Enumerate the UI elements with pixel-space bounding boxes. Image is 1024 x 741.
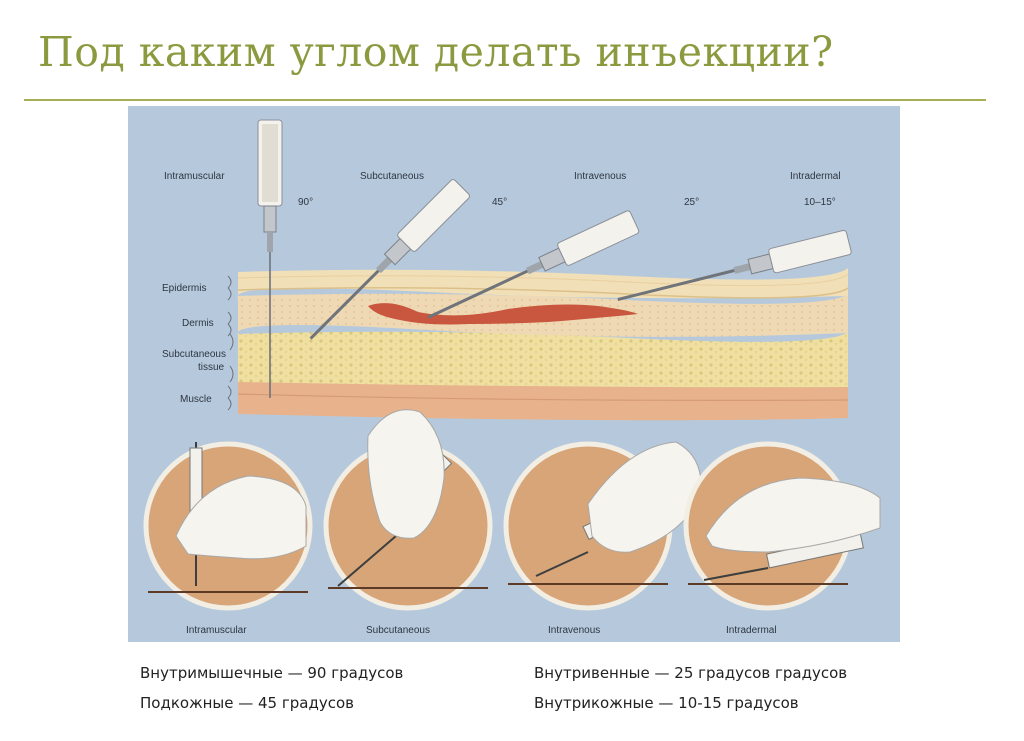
layer-labels: Epidermis Dermis Subcutaneous tissue Mus… <box>162 276 233 410</box>
label-intradermal: Intradermal <box>790 171 841 182</box>
injection-angle-diagram: Intramuscular 90° Subcutaneous 45° Intra… <box>128 106 900 642</box>
label-intramuscular: Intramuscular <box>164 171 225 182</box>
needle-intradermal <box>615 230 852 312</box>
inset-label-subcutaneous: Subcutaneous <box>366 625 430 636</box>
inset-label-intradermal: Intradermal <box>726 625 777 636</box>
label-muscle: Muscle <box>180 394 212 405</box>
inset-subcutaneous <box>326 410 490 608</box>
angle-intravenous: 25° <box>684 197 699 208</box>
caption-intravenous: Внутривенные — 25 градусов градусов <box>534 664 847 682</box>
angle-intramuscular: 90° <box>298 197 313 208</box>
label-subcutaneous-tissue-1: Subcutaneous <box>162 349 226 360</box>
subcutaneous-layer <box>238 332 848 387</box>
skin-cross-section <box>238 268 848 420</box>
label-intravenous: Intravenous <box>574 171 626 182</box>
page-title: Под каким углом делать инъекции? <box>38 28 834 76</box>
label-subcutaneous-tissue-2: tissue <box>198 362 225 373</box>
inset-intravenous <box>506 442 701 608</box>
caption-subcutaneous: Подкожные — 45 градусов <box>140 694 354 712</box>
inset-label-intravenous: Intravenous <box>548 625 600 636</box>
label-epidermis: Epidermis <box>162 283 206 294</box>
caption-intramuscular: Внутримышечные — 90 градусов <box>140 664 403 682</box>
inset-label-intramuscular: Intramuscular <box>186 625 247 636</box>
label-subcutaneous: Subcutaneous <box>360 171 424 182</box>
label-dermis: Dermis <box>182 318 214 329</box>
angle-subcutaneous: 45° <box>492 197 507 208</box>
title-divider <box>24 99 986 101</box>
angle-intradermal: 10–15° <box>804 197 836 208</box>
inset-intramuscular <box>146 442 310 608</box>
caption-intradermal: Внутрикожные — 10-15 градусов <box>534 694 799 712</box>
inset-intradermal <box>686 444 880 608</box>
